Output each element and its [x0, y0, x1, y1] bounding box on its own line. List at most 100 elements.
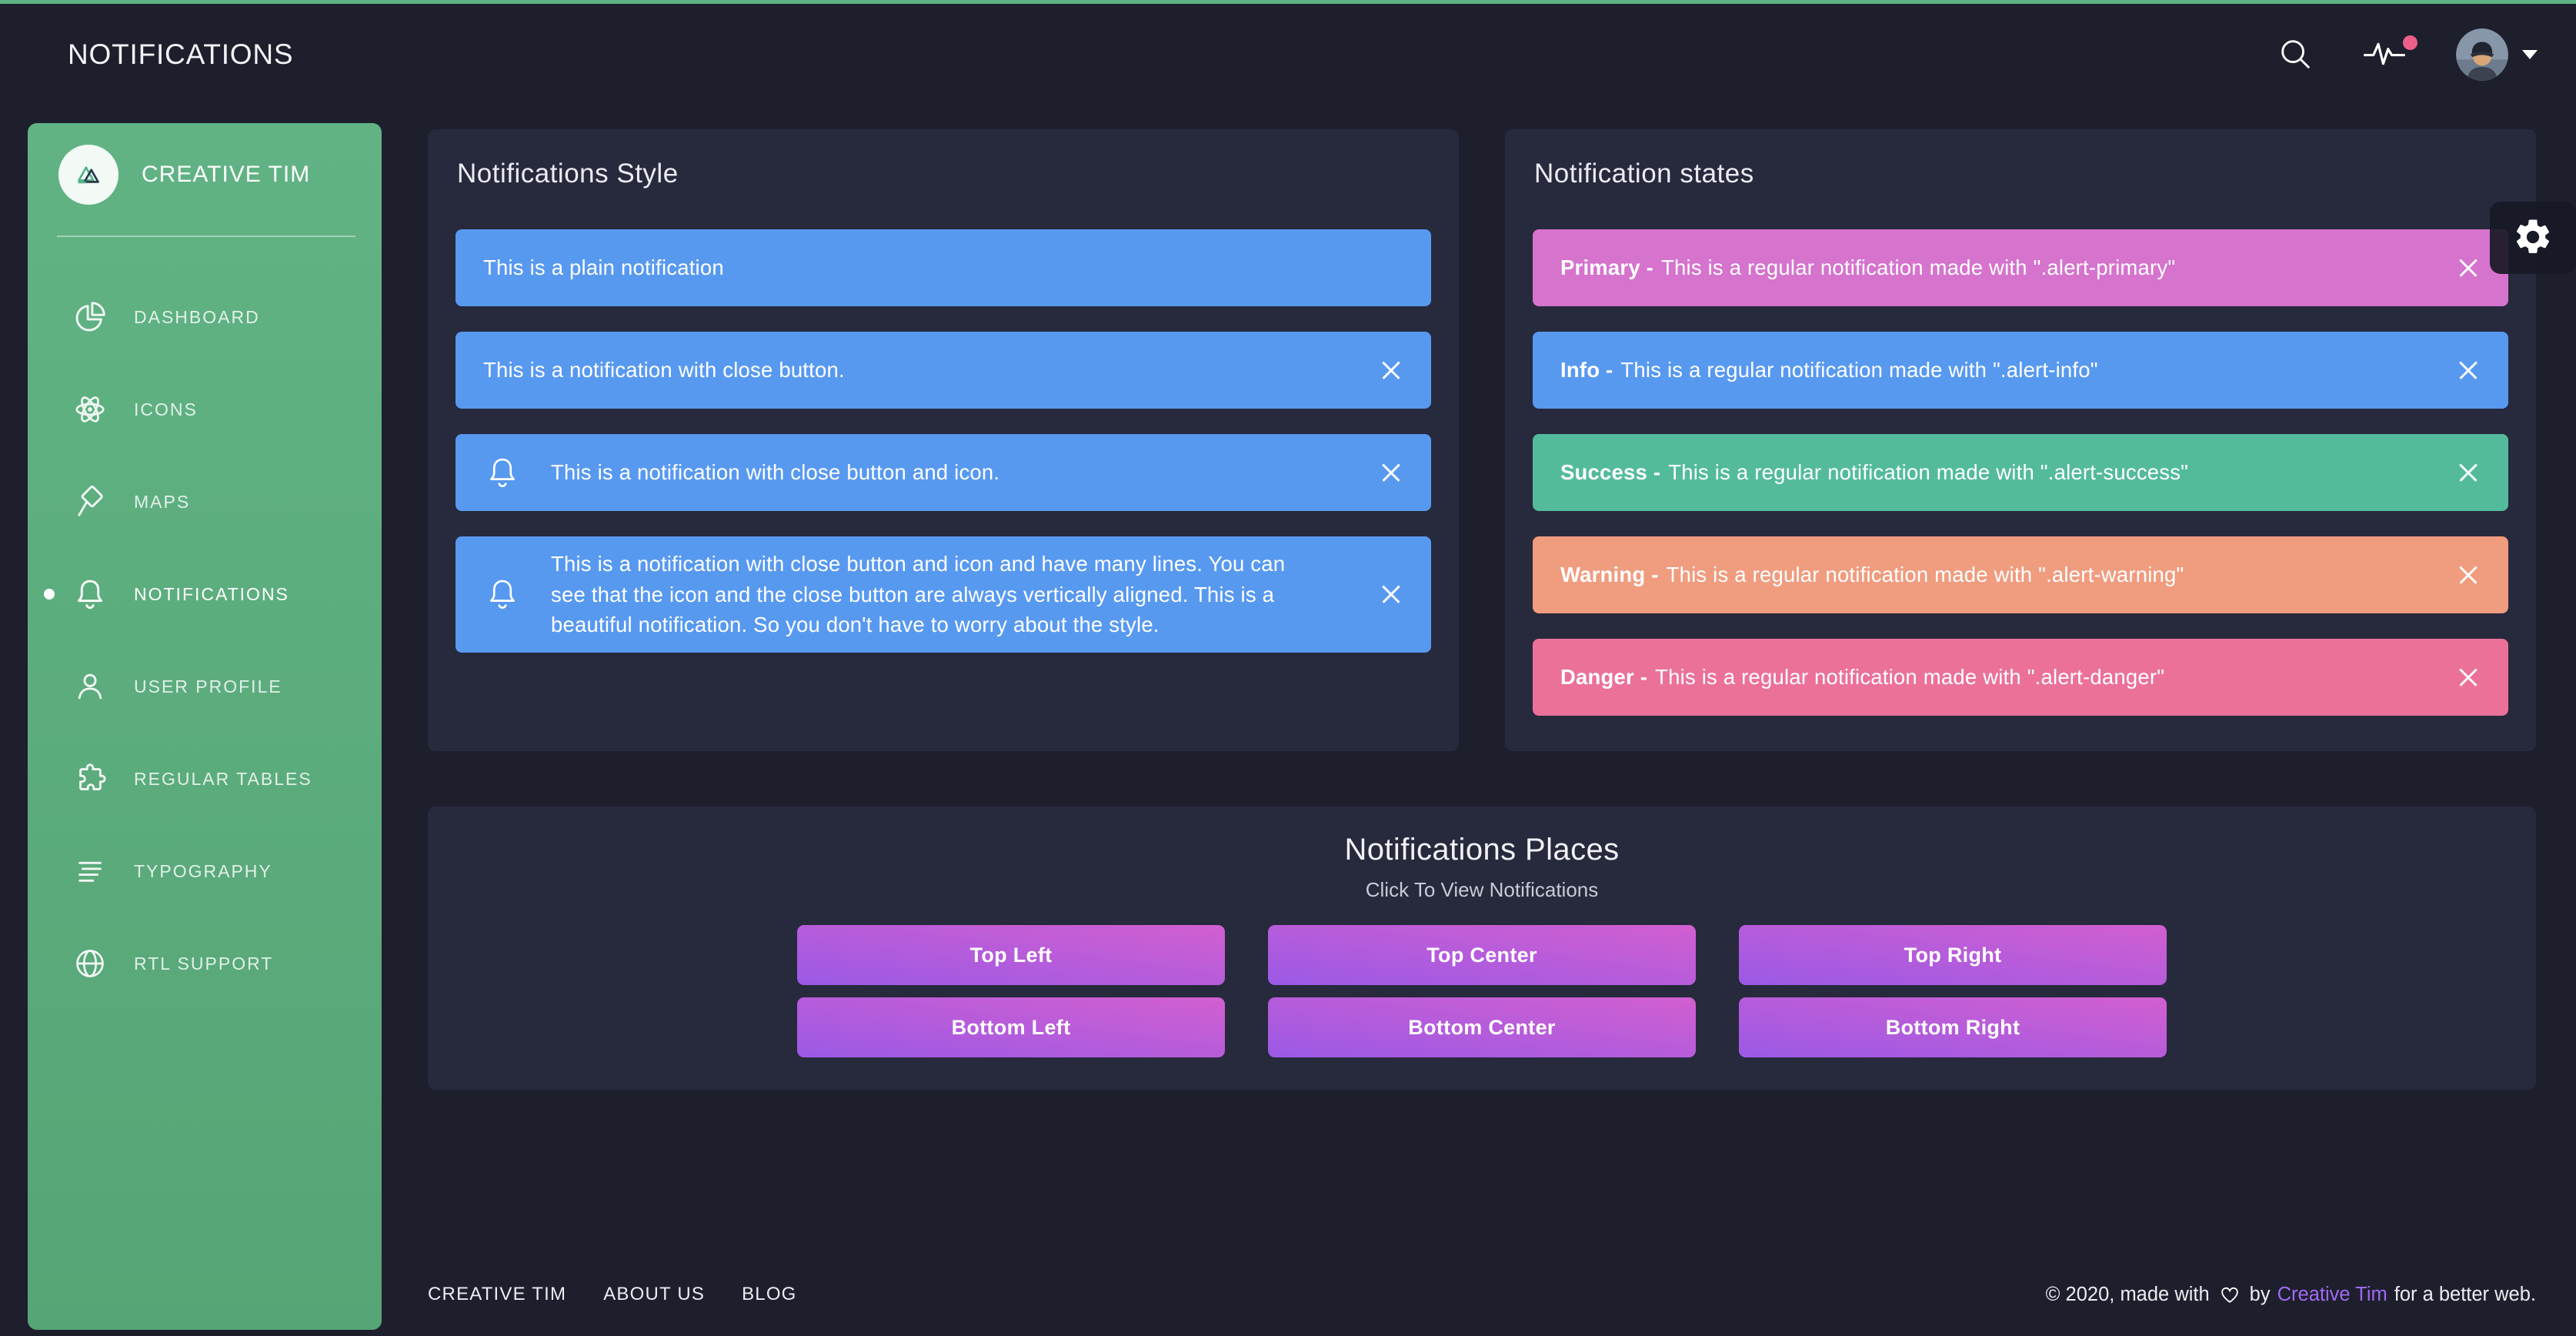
- card-title: Notification states: [1534, 159, 1754, 189]
- sidebar-item-regular-tables[interactable]: REGULAR TABLES: [28, 733, 382, 825]
- sidebar-item-label: TYPOGRAPHY: [134, 860, 272, 881]
- bell-icon: [485, 455, 520, 490]
- alert-text: Info -This is a regular notification mad…: [1560, 358, 2098, 382]
- places-buttons: Top Left Top Center Top Right Bottom Lef…: [797, 925, 2167, 1057]
- sidebar-item-label: DASHBOARD: [134, 306, 260, 327]
- creative-tim-link[interactable]: Creative Tim: [2277, 1283, 2387, 1305]
- pin-icon: [72, 484, 108, 519]
- close-icon[interactable]: [2451, 353, 2485, 387]
- sidebar-item-label: MAPS: [134, 491, 191, 512]
- puzzle-icon: [72, 761, 108, 797]
- footer-links: CREATIVE TIM ABOUT US BLOG: [428, 1284, 797, 1305]
- footer: CREATIVE TIM ABOUT US BLOG © 2020, made …: [428, 1270, 2536, 1319]
- alert-prefix: Danger -: [1560, 665, 1648, 690]
- alert-with-close: This is a notification with close button…: [455, 332, 1431, 409]
- brand-name: CREATIVE TIM: [142, 162, 311, 187]
- align-left-icon: [72, 853, 108, 889]
- page-title: NOTIFICATIONS: [68, 38, 294, 70]
- alert-text: This is a notification with close button…: [551, 552, 1286, 636]
- sidebar-item-rtl-support[interactable]: RTL SUPPORT: [28, 917, 382, 1010]
- alert-text: Primary -This is a regular notification …: [1560, 256, 2176, 280]
- search-button[interactable]: [2277, 36, 2313, 74]
- alert-with-close-and-icon: This is a notification with close button…: [455, 434, 1431, 511]
- alert-plain: This is a plain notification: [455, 229, 1431, 306]
- alert-prefix: Warning -: [1560, 563, 1659, 587]
- footer-link-blog[interactable]: BLOG: [742, 1284, 797, 1304]
- pulse-icon: [2364, 38, 2405, 72]
- top-navbar: NOTIFICATIONS: [0, 4, 2576, 105]
- alert-multiline: This is a notification with close button…: [455, 536, 1431, 653]
- gear-icon: [2512, 216, 2554, 260]
- alert-success: Success -This is a regular notification …: [1533, 434, 2508, 511]
- heart-icon: [2218, 1284, 2241, 1305]
- notification-states-card: Notification states Primary -This is a r…: [1505, 129, 2536, 751]
- alert-text: Success -This is a regular notification …: [1560, 460, 2189, 485]
- sidebar-item-icons[interactable]: ICONS: [28, 363, 382, 456]
- alert-info: Info -This is a regular notification mad…: [1533, 332, 2508, 409]
- copyright: © 2020, made with by Creative Tim for a …: [2046, 1284, 2536, 1306]
- states-alerts: Primary -This is a regular notification …: [1533, 229, 2508, 716]
- pie-chart-icon: [72, 299, 108, 335]
- sidebar-item-maps[interactable]: MAPS: [28, 456, 382, 548]
- search-icon: [2277, 36, 2313, 74]
- alert-danger: Danger -This is a regular notification m…: [1533, 639, 2508, 716]
- notifications-places-card: Notifications Places Click To View Notif…: [428, 807, 2536, 1090]
- sidebar-item-label: NOTIFICATIONS: [134, 583, 289, 604]
- close-icon[interactable]: [2451, 456, 2485, 489]
- bell-icon: [72, 576, 108, 612]
- bottom-left-button[interactable]: Bottom Left: [797, 997, 1225, 1057]
- close-icon[interactable]: [2451, 558, 2485, 592]
- close-icon[interactable]: [1374, 577, 1408, 611]
- close-icon[interactable]: [2451, 660, 2485, 694]
- sidebar-item-notifications[interactable]: NOTIFICATIONS: [28, 548, 382, 640]
- footer-link-about-us[interactable]: ABOUT US: [603, 1284, 706, 1304]
- notifications-activity-button[interactable]: [2364, 35, 2418, 72]
- top-left-button[interactable]: Top Left: [797, 925, 1225, 985]
- footer-link-creative-tim[interactable]: CREATIVE TIM: [428, 1284, 567, 1304]
- bottom-right-button[interactable]: Bottom Right: [1739, 997, 2167, 1057]
- places-title: Notifications Places: [1344, 833, 1620, 867]
- copyright-prefix: © 2020, made with: [2045, 1283, 2210, 1305]
- alert-text: This is a notification with close button…: [551, 460, 1000, 485]
- top-right-button[interactable]: Top Right: [1739, 925, 2167, 985]
- top-accent-line: [0, 0, 2576, 4]
- sidebar: CREATIVE TIM DASHBOARD: [28, 123, 382, 1330]
- settings-button[interactable]: [2490, 202, 2576, 274]
- sidebar-item-label: RTL SUPPORT: [134, 953, 274, 974]
- profile-menu-button[interactable]: [2456, 28, 2538, 81]
- bell-icon: [485, 576, 520, 612]
- card-title: Notifications Style: [457, 159, 679, 189]
- sidebar-item-label: REGULAR TABLES: [134, 768, 312, 789]
- navbar-actions: [2277, 28, 2538, 81]
- copyright-suffix: for a better web.: [2394, 1283, 2536, 1305]
- close-icon[interactable]: [1374, 456, 1408, 489]
- alert-text: This is a plain notification: [483, 256, 724, 280]
- close-icon[interactable]: [2451, 251, 2485, 285]
- notifications-style-card: Notifications Style This is a plain noti…: [428, 129, 1459, 751]
- style-alerts: This is a plain notification This is a n…: [455, 229, 1431, 653]
- sidebar-item-dashboard[interactable]: DASHBOARD: [28, 271, 382, 363]
- avatar: [2456, 28, 2508, 81]
- sidebar-brand[interactable]: CREATIVE TIM: [28, 123, 382, 205]
- creative-tim-logo-icon: [58, 145, 118, 205]
- alert-text: This is a notification with close button…: [483, 358, 845, 382]
- bottom-center-button[interactable]: Bottom Center: [1268, 997, 1696, 1057]
- sidebar-item-user-profile[interactable]: USER PROFILE: [28, 640, 382, 733]
- sidebar-item-label: USER PROFILE: [134, 676, 282, 696]
- sidebar-nav: DASHBOARD ICONS: [28, 271, 382, 1010]
- alert-prefix: Primary -: [1560, 256, 1654, 280]
- atom-icon: [72, 392, 108, 427]
- sidebar-item-typography[interactable]: TYPOGRAPHY: [28, 825, 382, 917]
- alert-prefix: Info -: [1560, 358, 1613, 382]
- close-icon[interactable]: [1374, 353, 1408, 387]
- notification-badge-dot: [2403, 35, 2418, 50]
- copyright-mid: by: [2249, 1283, 2271, 1305]
- alert-prefix: Success -: [1560, 460, 1661, 485]
- places-subtitle: Click To View Notifications: [1365, 878, 1599, 901]
- globe-icon: [72, 946, 108, 981]
- alert-text: Warning -This is a regular notification …: [1560, 563, 2184, 587]
- sidebar-item-label: ICONS: [134, 399, 198, 419]
- single-user-icon: [72, 669, 108, 704]
- sidebar-divider: [57, 235, 355, 237]
- top-center-button[interactable]: Top Center: [1268, 925, 1696, 985]
